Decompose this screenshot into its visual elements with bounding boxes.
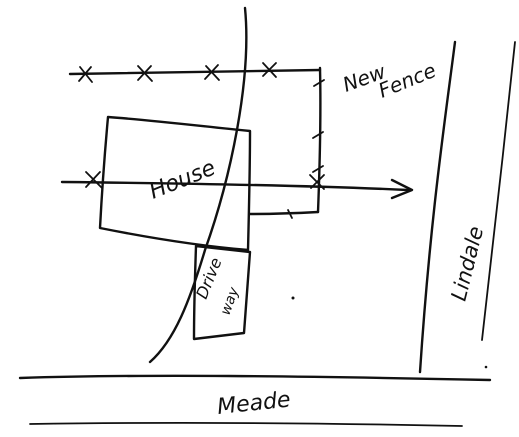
driveway-outline: [192, 244, 252, 341]
top-fence-line: [68, 68, 322, 76]
top-fence-x-marks: [78, 62, 277, 83]
cross-line-arrow: [60, 180, 410, 192]
cross-line-x-marks: [85, 171, 325, 190]
right-road-line-left: [418, 40, 457, 374]
right-road-label: Lindale: [447, 224, 489, 303]
bottom-road-line-top: [18, 374, 492, 382]
bottom-road-line-bottom: [29, 422, 463, 427]
right-road-line-right: [481, 41, 516, 341]
right-fence-tick-marks: [312, 79, 325, 173]
new-fence-label-line2: Fence: [375, 58, 439, 103]
house-label: House: [146, 156, 219, 205]
bottom-road-label: Meade: [216, 387, 292, 420]
curved-boundary-line: [148, 6, 248, 364]
bottom-fence-line: [248, 210, 320, 216]
driveway-label-line2: way: [218, 285, 243, 318]
ink-dot: [291, 296, 295, 300]
bottom-fence-tick: [287, 209, 293, 219]
house-outline: [98, 115, 252, 252]
arrow-head: [390, 178, 414, 200]
ink-dot: [484, 365, 488, 369]
right-fence-line: [316, 66, 322, 214]
